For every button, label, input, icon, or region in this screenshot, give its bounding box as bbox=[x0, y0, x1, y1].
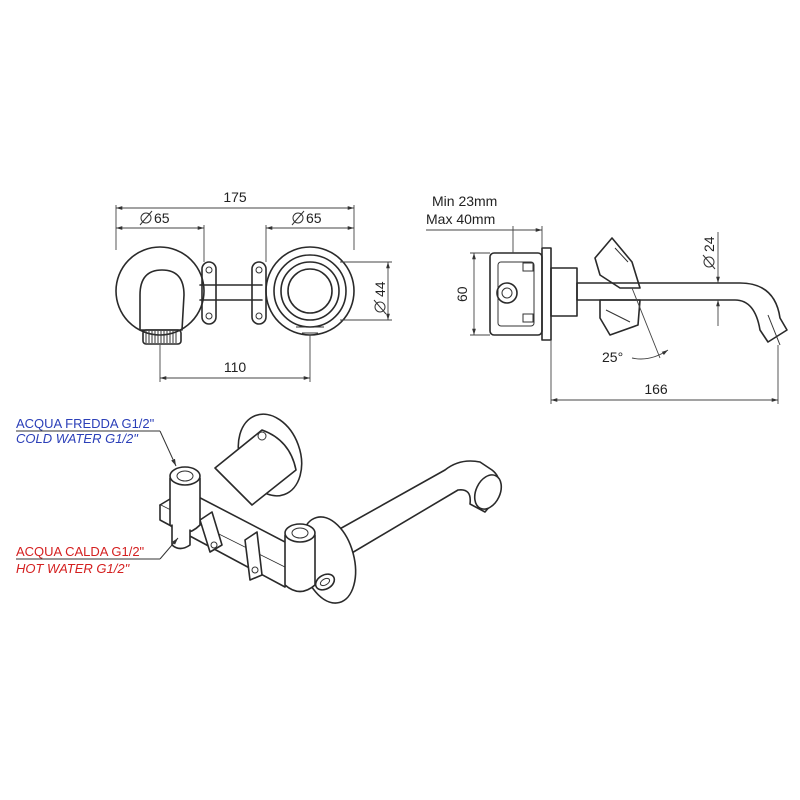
right-diameter-label: 65 bbox=[306, 210, 322, 226]
iso-bracket-left bbox=[199, 511, 223, 553]
iso-hot-inlet bbox=[284, 534, 316, 593]
diameter-icon bbox=[291, 210, 305, 226]
iso-front-fitting bbox=[314, 573, 336, 591]
spout-diameter-label: 24 bbox=[701, 236, 717, 252]
handle-bottom bbox=[599, 299, 641, 336]
isometric-view bbox=[159, 413, 503, 604]
hot-leader-line bbox=[159, 537, 179, 560]
hot-water-label-it: ACQUA CALDA G1/2" bbox=[16, 544, 145, 559]
aerator-mesh bbox=[145, 331, 177, 343]
front-view: 175 65 65 110 44 bbox=[115, 189, 392, 382]
max-depth-label: Max 40mm bbox=[426, 211, 495, 227]
height-label: 60 bbox=[454, 286, 470, 302]
centers-distance-label: 110 bbox=[224, 359, 247, 375]
angle-arc bbox=[631, 349, 669, 360]
cold-water-label-en: COLD WATER G1/2" bbox=[16, 431, 139, 446]
cold-leader-line bbox=[159, 430, 177, 467]
spout-rosette bbox=[550, 267, 578, 317]
left-diameter-label: 65 bbox=[154, 210, 170, 226]
spout-side bbox=[576, 282, 788, 343]
side-view: Min 23mm Max 40mm 60 24 25° 166 bbox=[426, 193, 788, 404]
iso-cold-inlet bbox=[169, 477, 201, 534]
hot-water-label-en: HOT WATER G1/2" bbox=[16, 561, 131, 576]
angle-label: 25° bbox=[602, 349, 623, 365]
inlet-labels: ACQUA FREDDA G1/2" COLD WATER G1/2" ACQU… bbox=[16, 416, 179, 576]
spout-front bbox=[139, 269, 185, 331]
cap-diameter-label: 44 bbox=[372, 281, 388, 297]
handle-top bbox=[594, 237, 641, 289]
min-depth-label: Min 23mm bbox=[432, 193, 497, 209]
projection-label: 166 bbox=[644, 381, 668, 397]
mixer-cap bbox=[287, 268, 333, 314]
iso-mixer-body bbox=[214, 429, 297, 506]
diameter-icon bbox=[139, 210, 153, 226]
diameter-icon bbox=[373, 299, 387, 315]
left-bracket bbox=[201, 261, 217, 325]
diameter-icon bbox=[702, 254, 716, 270]
wall-plate bbox=[541, 247, 552, 341]
overall-width-label: 175 bbox=[223, 189, 247, 205]
right-bracket bbox=[251, 261, 267, 325]
aerator bbox=[142, 329, 182, 345]
right-rosette bbox=[265, 246, 355, 336]
left-rosette bbox=[115, 246, 205, 336]
cold-water-label-it: ACQUA FREDDA G1/2" bbox=[16, 416, 155, 431]
inlet-fitting bbox=[496, 282, 518, 304]
